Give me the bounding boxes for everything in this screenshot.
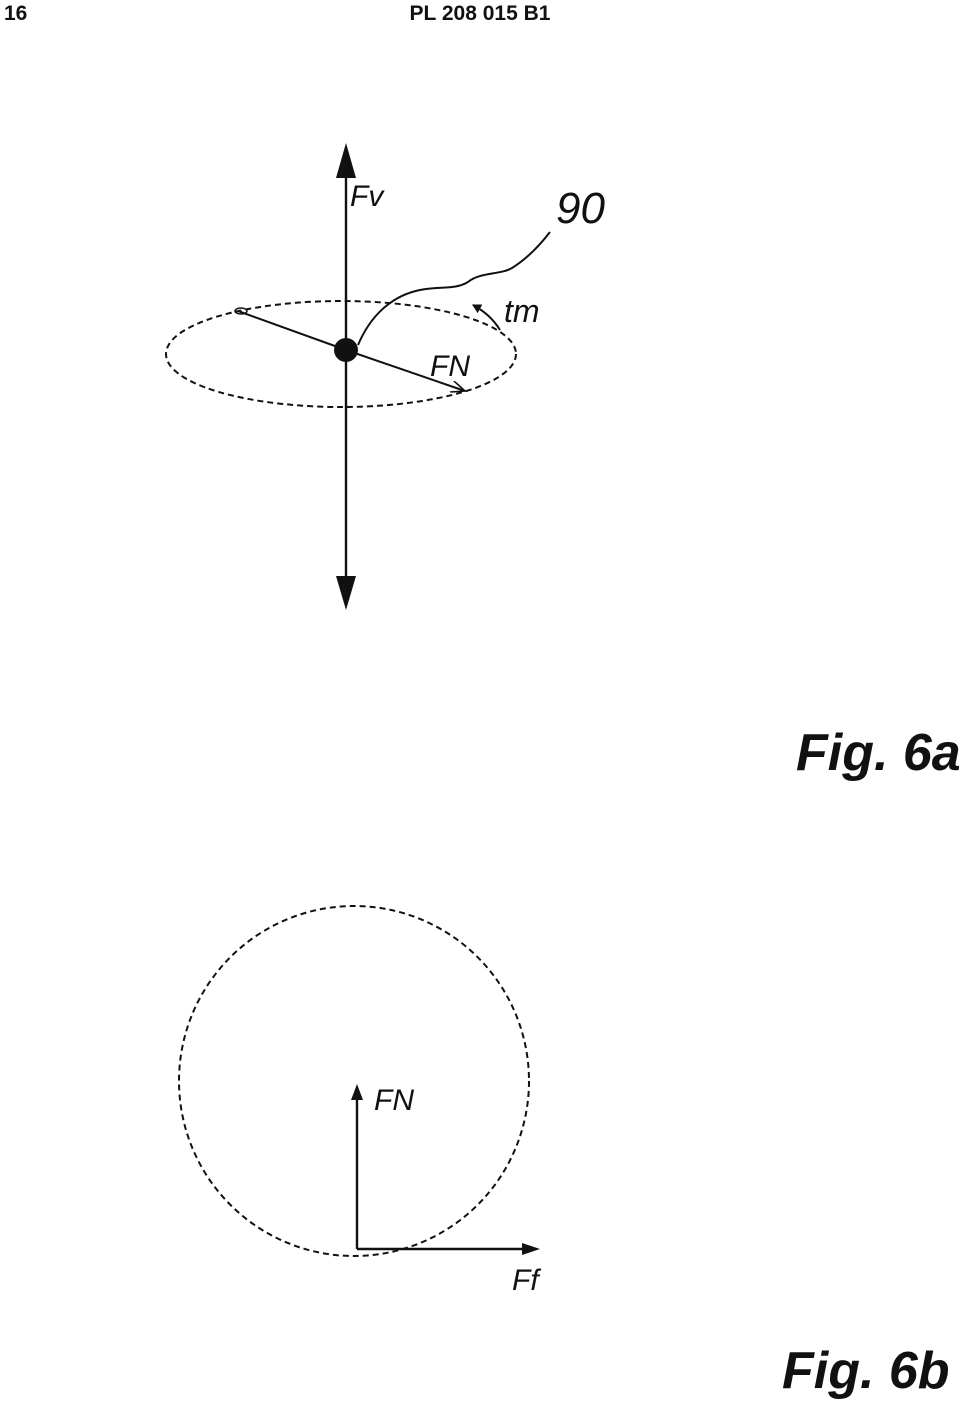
figure-caption-6a: Fig. 6a xyxy=(796,724,960,782)
normal-force-arrow xyxy=(345,349,465,391)
radial-line xyxy=(237,310,347,351)
label-fv: Fv xyxy=(350,180,385,213)
patent-number: PL 208 015 B1 xyxy=(409,2,551,25)
rolling-circle xyxy=(178,905,530,1257)
figure-6a: Fv 90 tm FN Fig. 6a xyxy=(165,143,960,782)
label-fn-6b: FN xyxy=(374,1084,414,1117)
radial-line-end-mark xyxy=(234,307,248,315)
label-tm: tm xyxy=(504,293,540,329)
rotation-path-ellipse xyxy=(165,300,517,408)
label-reference-90: 90 xyxy=(556,184,605,233)
arrowhead-fn-6b xyxy=(351,1084,363,1100)
rotation-direction-arrow xyxy=(472,304,501,331)
reference-leader-line xyxy=(357,231,551,346)
label-fn: FN xyxy=(430,350,470,383)
figure-caption-6b: Fig. 6b xyxy=(782,1342,950,1400)
page-number: 16 xyxy=(4,2,28,25)
arrowhead-down xyxy=(336,576,356,610)
figure-6b: FN Ff Fig. 6b xyxy=(178,905,950,1400)
label-ff: Ff xyxy=(512,1264,541,1297)
arrowhead-up xyxy=(336,143,356,178)
center-mass-dot xyxy=(334,338,358,362)
arrowhead-ff xyxy=(522,1243,540,1255)
